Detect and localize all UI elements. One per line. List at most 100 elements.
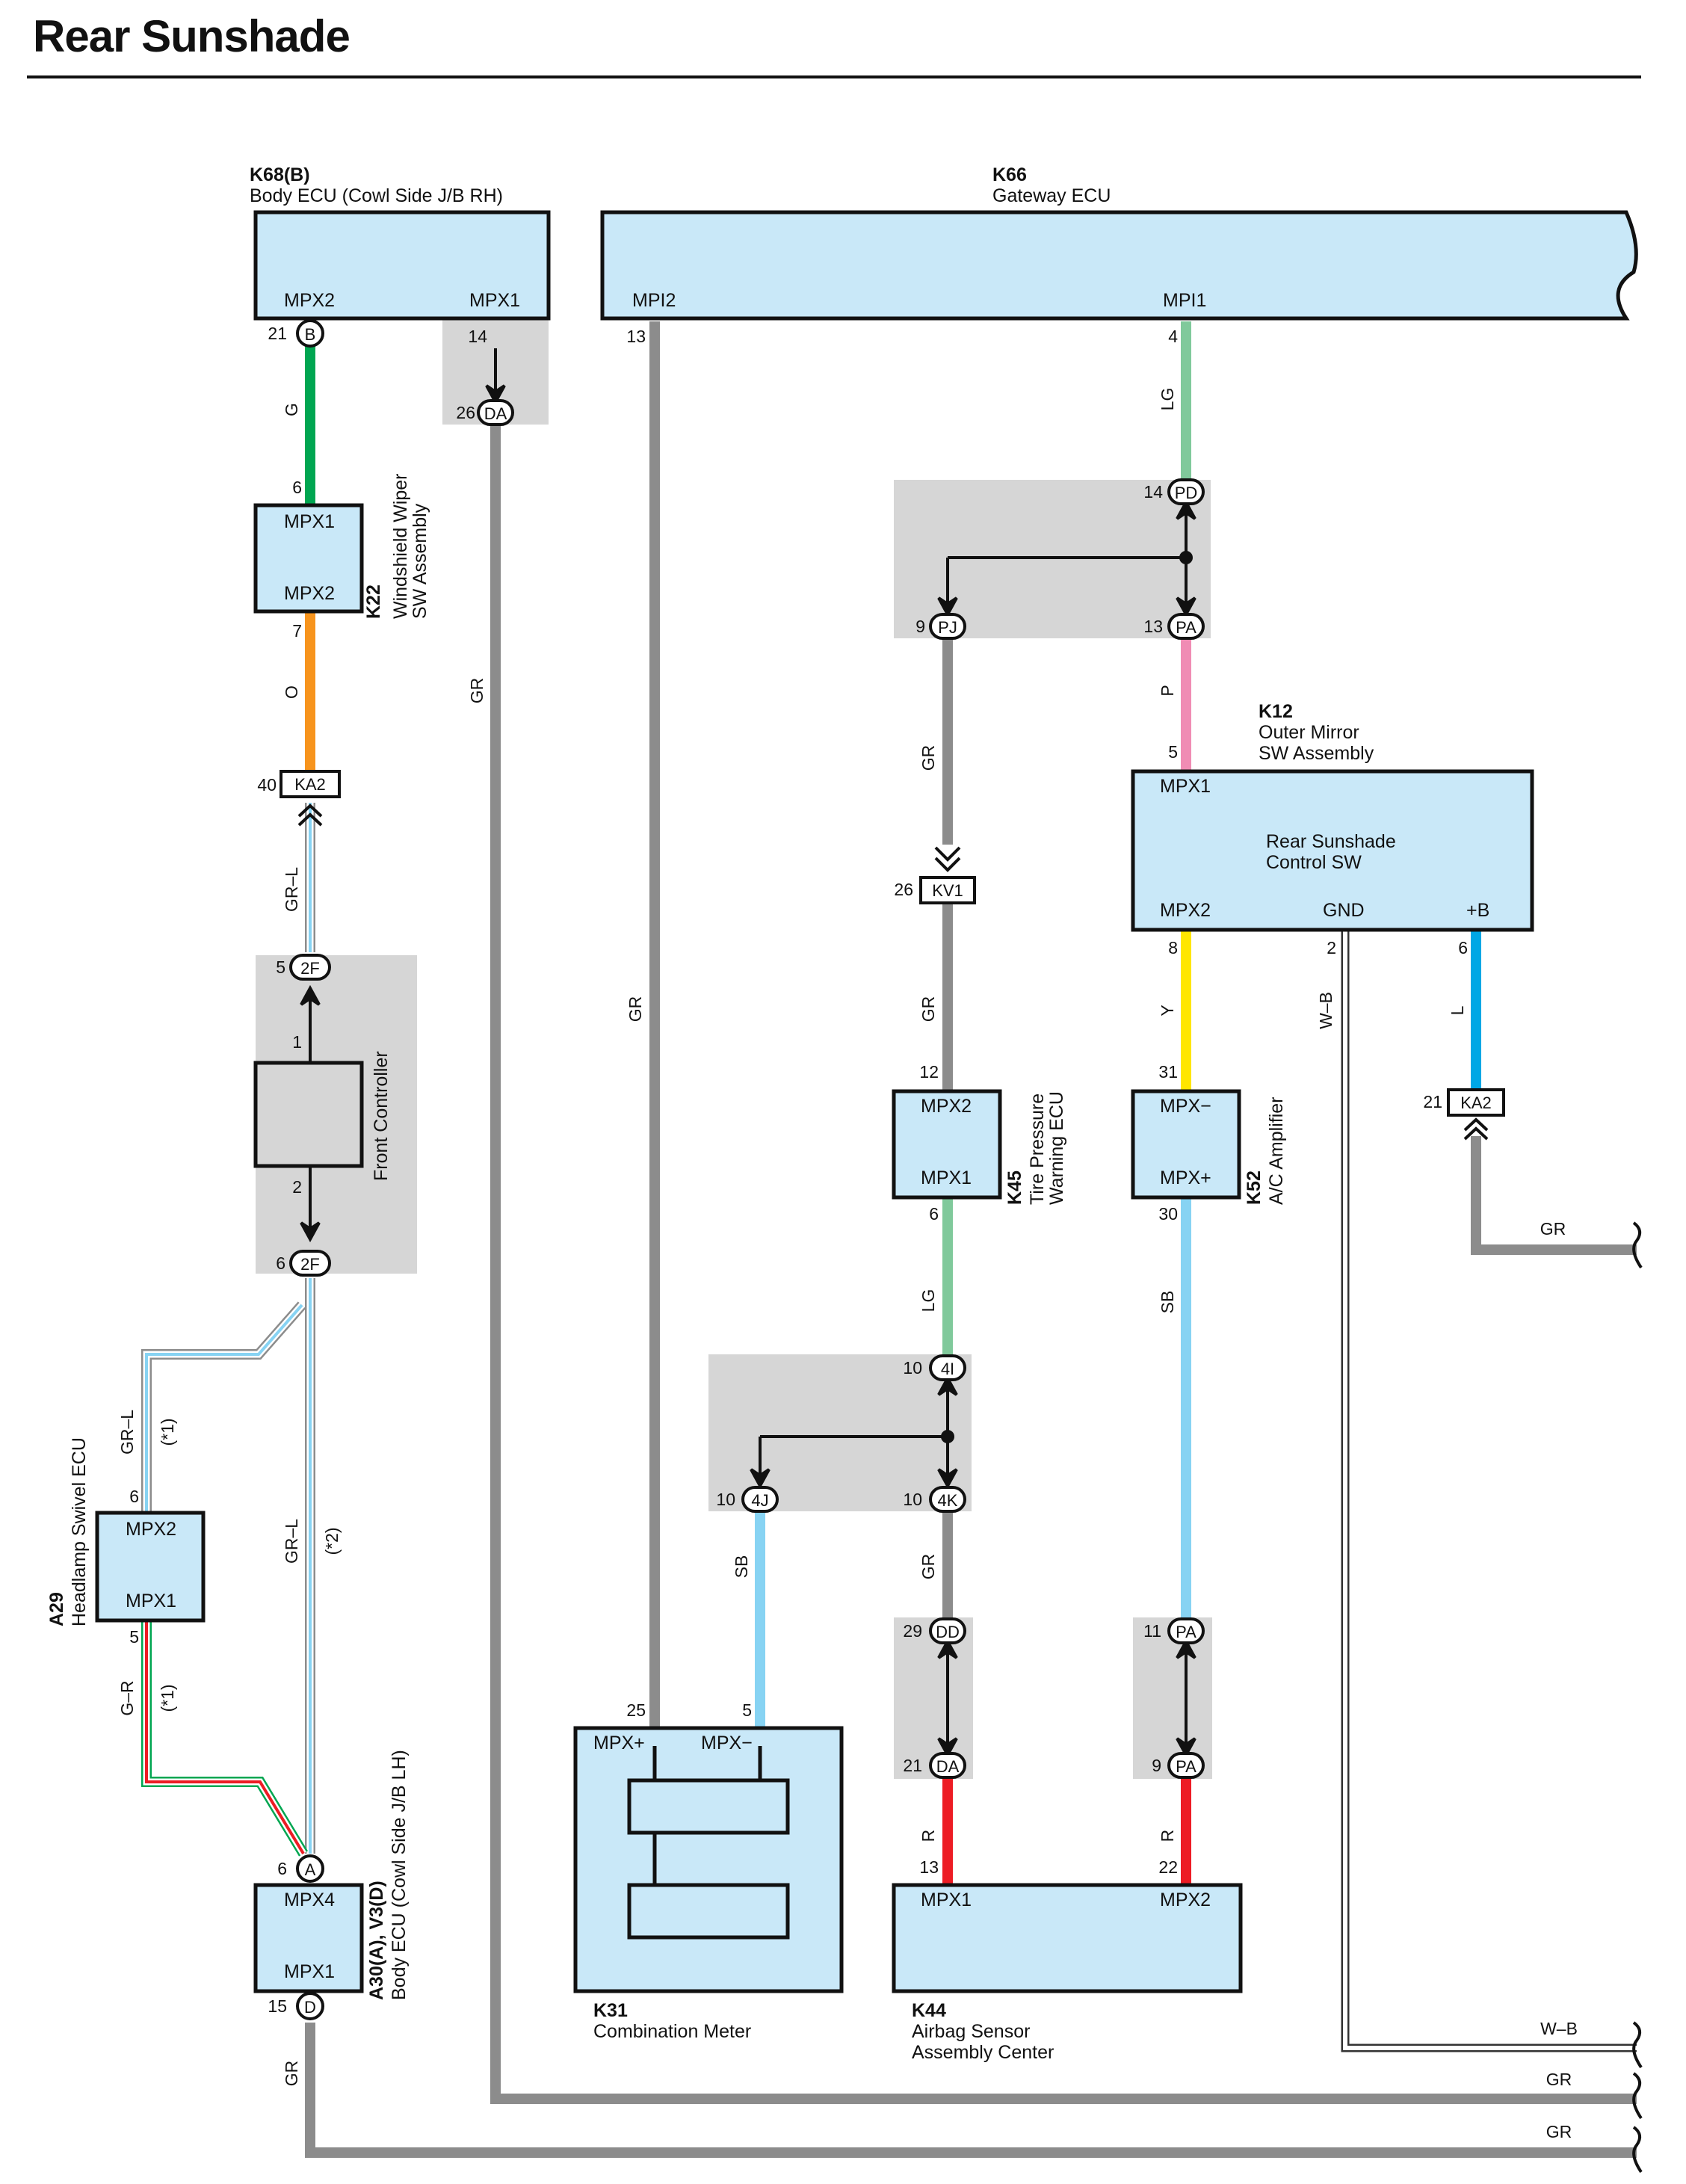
pin-6-k45: 6: [929, 1204, 939, 1224]
k52-name: A/C Amplifier: [1266, 1097, 1287, 1205]
conn-label-4j: 4J: [751, 1491, 768, 1510]
a30-term-mpx1: MPX1: [284, 1961, 335, 1982]
pin-40-ka2: 40: [257, 775, 277, 795]
pin-21-da: 21: [903, 1756, 922, 1775]
conn-4j: [741, 1486, 779, 1513]
pin-5-a29: 5: [129, 1627, 139, 1647]
k22-term-mpx1: MPX1: [284, 511, 335, 532]
a29-term-mpx1: MPX1: [126, 1591, 176, 1611]
pin-6-a29: 6: [129, 1487, 139, 1506]
a30-name: Body ECU (Cowl Side J/B LH): [389, 1750, 410, 2000]
k66-term-mpi2: MPI2: [632, 290, 676, 311]
conn-label-2f-bot: 2F: [300, 1255, 320, 1274]
arrow-pa-up: [1176, 1638, 1196, 1659]
conn-label-da-mid: DA: [936, 1757, 960, 1776]
pin-31-k52: 31: [1158, 1062, 1178, 1082]
pin-10-4j: 10: [716, 1490, 735, 1509]
conn-label-a: A: [305, 1860, 316, 1879]
conn-d: [296, 1992, 324, 2020]
chevron-kv1: [934, 846, 961, 872]
wire-label-gr-ka2: GR: [1540, 1219, 1566, 1238]
wire-label-grl-3: GR–L: [282, 1519, 301, 1564]
wire-label-y: Y: [1158, 1005, 1177, 1016]
signal-arrows: [300, 348, 1196, 1759]
splice-bg-4i: [708, 1354, 972, 1511]
k52-code: K52: [1244, 1170, 1264, 1205]
arrow-pj-down: [937, 596, 958, 618]
conn-pa-top: [1167, 613, 1205, 640]
arrow-pa-down: [1176, 596, 1196, 618]
conn-label-ka2-left: KA2: [294, 775, 326, 794]
pin-13-k44: 13: [919, 1857, 939, 1877]
wire-label-r-1: R: [918, 1830, 938, 1842]
conn-4k: [929, 1486, 966, 1513]
wire-label-gr-pj: GR: [918, 745, 938, 771]
pin-5-k31: 5: [742, 1700, 752, 1720]
k31-inner-wiring: [652, 1746, 762, 1885]
wire-end-breaks: [1632, 1221, 1643, 2174]
k52-term-mpx-plus: MPX+: [1160, 1167, 1211, 1188]
break-wb: [1632, 2021, 1643, 2069]
pin-8-k12: 8: [1168, 938, 1178, 957]
a29-code: A29: [46, 1592, 67, 1626]
k22-name-line2: SW Assembly: [410, 503, 430, 619]
box-k44: [892, 1883, 1243, 1993]
conn-label-pj: PJ: [938, 618, 957, 637]
wire-label-sb-1: SB: [732, 1555, 751, 1579]
wire-gr-d: [305, 2023, 1637, 2158]
k44-term-mpx1: MPX1: [921, 1890, 972, 1910]
pin-21-ka2: 21: [1423, 1092, 1442, 1111]
a29-term-mpx2: MPX2: [126, 1519, 176, 1540]
pin-26-kv1: 26: [894, 880, 913, 899]
chevron-ka2-left: [297, 803, 323, 827]
k31-inner-block-1: [627, 1778, 790, 1835]
conn-label-4k: 4K: [938, 1491, 958, 1510]
arrow-4i-up: [937, 1375, 958, 1396]
pin-15-d: 15: [268, 1996, 287, 2016]
connector-symbols: [280, 319, 1505, 2020]
note-2: (*2): [322, 1527, 342, 1555]
wire-label-w-b: W–B: [1316, 992, 1335, 1029]
conn-pj: [929, 613, 966, 640]
pin-14-mpx1: 14: [468, 327, 487, 346]
k22-code: K22: [363, 584, 384, 619]
conn-label-pa-top: PA: [1176, 618, 1196, 637]
k31-code: K31: [593, 2000, 628, 2021]
wire-label-g-r: G–R: [117, 1680, 137, 1715]
break-gr-ka2: [1632, 1221, 1643, 1269]
pin-5-k12: 5: [1168, 742, 1178, 762]
wire-grl-branch: [141, 1301, 306, 1511]
wire-label-gr-4k: GR: [918, 1554, 938, 1580]
box-k12: [1131, 769, 1534, 932]
labels: K68(B) Body ECU (Cowl Side J/B RH) K66 G…: [46, 164, 1578, 2141]
wire-label-gr-d: GR: [282, 2061, 301, 2087]
k12-name-line2: SW Assembly: [1259, 743, 1374, 764]
box-a30: [253, 1883, 364, 1993]
k66-name: Gateway ECU: [992, 185, 1111, 206]
conn-pa-mid2: [1167, 1752, 1205, 1779]
conn-2f-bot: [289, 1250, 331, 1277]
pin-14-pd: 14: [1143, 482, 1163, 502]
k12-term-gnd: GND: [1323, 900, 1365, 921]
pin-12-k45: 12: [919, 1062, 939, 1082]
arrow-2f-down: [300, 1221, 321, 1243]
wire-label-grl-1: GR–L: [282, 867, 301, 912]
arrow-4j-down: [750, 1468, 771, 1490]
k22-term-mpx2: MPX2: [284, 583, 335, 604]
wire-gr-branch: [141, 1622, 308, 1857]
pin-4-mpi1: 4: [1168, 327, 1178, 346]
pin-10-4k: 10: [903, 1490, 922, 1509]
box-k68b: [253, 210, 551, 321]
k31-name: Combination Meter: [593, 2021, 751, 2042]
pin-30-k52: 30: [1158, 1204, 1178, 1224]
conn-label-ka2-right: KA2: [1460, 1093, 1492, 1112]
wire-label-sb-2: SB: [1158, 1291, 1177, 1314]
a30-code: A30(A), V3(D): [366, 1881, 387, 2000]
k44-code: K44: [912, 2000, 946, 2021]
page-title: Rear Sunshade: [33, 11, 351, 61]
pin-22-k44: 22: [1158, 1857, 1178, 1877]
pin-10-4i: 10: [903, 1358, 922, 1378]
conn-label-dd: DD: [936, 1623, 960, 1641]
box-k66: [600, 210, 1638, 321]
